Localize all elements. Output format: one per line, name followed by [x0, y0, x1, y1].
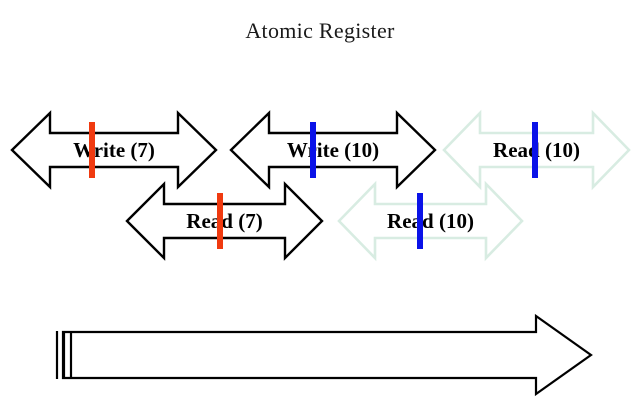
double-arrow-shape-faded	[337, 180, 524, 262]
marker-bar-blue	[416, 193, 423, 249]
operation-read-10-top[interactable]: Read (10)	[442, 109, 631, 191]
marker-bar-red	[88, 122, 95, 178]
marker-bar-red	[216, 193, 223, 249]
operation-read-7[interactable]: Read (7)	[125, 181, 324, 261]
marker-bar-blue	[531, 122, 538, 178]
time-axis-arrow	[55, 313, 593, 397]
timeline-arrow-shape	[55, 313, 593, 397]
page-title: Atomic Register	[245, 18, 395, 43]
operation-write-10[interactable]: Write (10)	[229, 110, 437, 190]
marker-bar-blue	[309, 122, 316, 178]
double-arrow-shape	[125, 181, 324, 261]
double-arrow-shape	[10, 110, 218, 190]
operation-write-7[interactable]: Write (7)	[10, 110, 218, 190]
double-arrow-shape	[229, 110, 437, 190]
operation-read-10-bottom[interactable]: Read (10)	[337, 180, 524, 262]
